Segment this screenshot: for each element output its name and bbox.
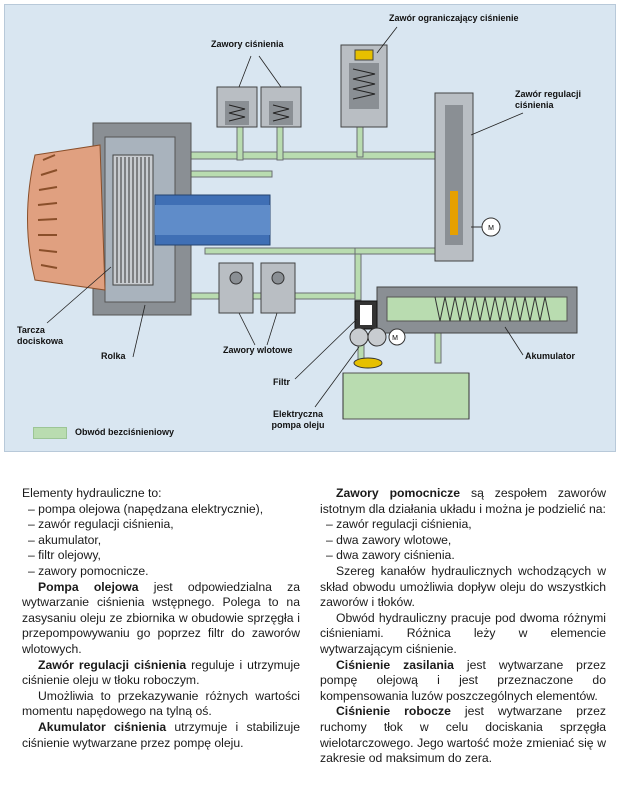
valve-motor-symbol: M xyxy=(488,225,494,232)
pressure-regulation-valve-drawing xyxy=(434,92,501,262)
list-item: – dwa zawory wlotowe, xyxy=(326,532,452,547)
right-text-column: Zawory pomocnicze są zespołem zaworów is… xyxy=(320,486,606,767)
list-item: – dwa zawory ciśnienia. xyxy=(326,548,455,563)
label-inlet-valves: Zawory wlotowe xyxy=(223,345,293,355)
pump-drawing xyxy=(349,327,406,369)
paragraph-supply-pressure: Ciśnienie zasilania jest wytwarzane prze… xyxy=(320,657,606,703)
label-pressure-regulation-valve-line2: ciśnienia xyxy=(515,100,554,110)
paragraph-auxiliary-valves: Zawory pomocnicze są zespołem zaworów is… xyxy=(320,486,607,516)
inlet-valves-drawing xyxy=(218,262,296,314)
paragraph-oil-pump: Pompa olejowa jest odpowiedzialna za wyt… xyxy=(22,579,300,656)
label-roller: Rolka xyxy=(101,351,126,361)
paragraph-working-pressure: Ciśnienie robocze jest wytwarzane przez … xyxy=(320,704,606,766)
list-item: – zawory pomocnicze. xyxy=(28,563,149,578)
paragraph-channels: Szereg kanałów hydraulicznych wchodzącyc… xyxy=(320,563,606,610)
oil-tank-drawing xyxy=(342,372,470,420)
accumulator-drawing xyxy=(376,286,578,334)
list-item: – zawór regulacji ciśnienia, xyxy=(326,517,472,532)
intro-line: Elementy hydrauliczne to: xyxy=(22,486,162,500)
label-pump-line2: pompa oleju xyxy=(271,420,325,430)
legend-label: Obwód bezciśnieniowy xyxy=(75,427,175,437)
diagram-drawing: M M xyxy=(27,26,578,420)
label-pressure-plate-line2: dociskowa xyxy=(17,336,64,346)
list-item: – akumulator, xyxy=(28,532,102,547)
legend-swatch xyxy=(33,427,67,439)
label-pressure-plate-line1: Tarcza xyxy=(17,325,45,335)
leader-lines xyxy=(46,26,524,408)
pump-motor-symbol: M xyxy=(392,335,398,342)
paragraph-two-pressures: Obwód hydrauliczny pracuje pod dwoma róż… xyxy=(320,610,606,656)
list-item: – zawór regulacji ciśnienia, xyxy=(28,517,174,532)
paragraph-pressure-valve: Zawór regulacji ciśnienia reguluje i utr… xyxy=(22,657,300,688)
label-accumulator: Akumulator xyxy=(525,351,576,361)
label-pressure-limiting-valve: Zawór ograniczający ciśnienie xyxy=(389,13,519,23)
label-pressure-regulation-valve-line1: Zawór regulacji xyxy=(515,89,582,99)
paragraph-accumulator: Akumulator ciśnienia utrzymuje i stabili… xyxy=(22,719,300,750)
pressure-limiting-valve-drawing xyxy=(340,44,388,128)
paragraph-torque: Umożliwia to przekazywanie różnych warto… xyxy=(22,688,300,719)
list-item: – filtr olejowy, xyxy=(28,548,101,563)
left-text-column: Elementy hydrauliczne to: – pompa olejow… xyxy=(22,486,300,751)
label-pressure-valves: Zawory ciśnienia xyxy=(211,39,284,49)
label-pump-line1: Elektryczna xyxy=(272,409,324,419)
label-filter: Filtr xyxy=(273,377,290,387)
pressure-valves-drawing xyxy=(216,86,302,128)
bevel-gear xyxy=(27,144,106,291)
list-item: – pompa olejowa (napędzana elektrycznie)… xyxy=(28,501,264,516)
hydraulic-diagram: M M Zawór ograniczający ciśnienie Zawory… xyxy=(4,4,616,452)
